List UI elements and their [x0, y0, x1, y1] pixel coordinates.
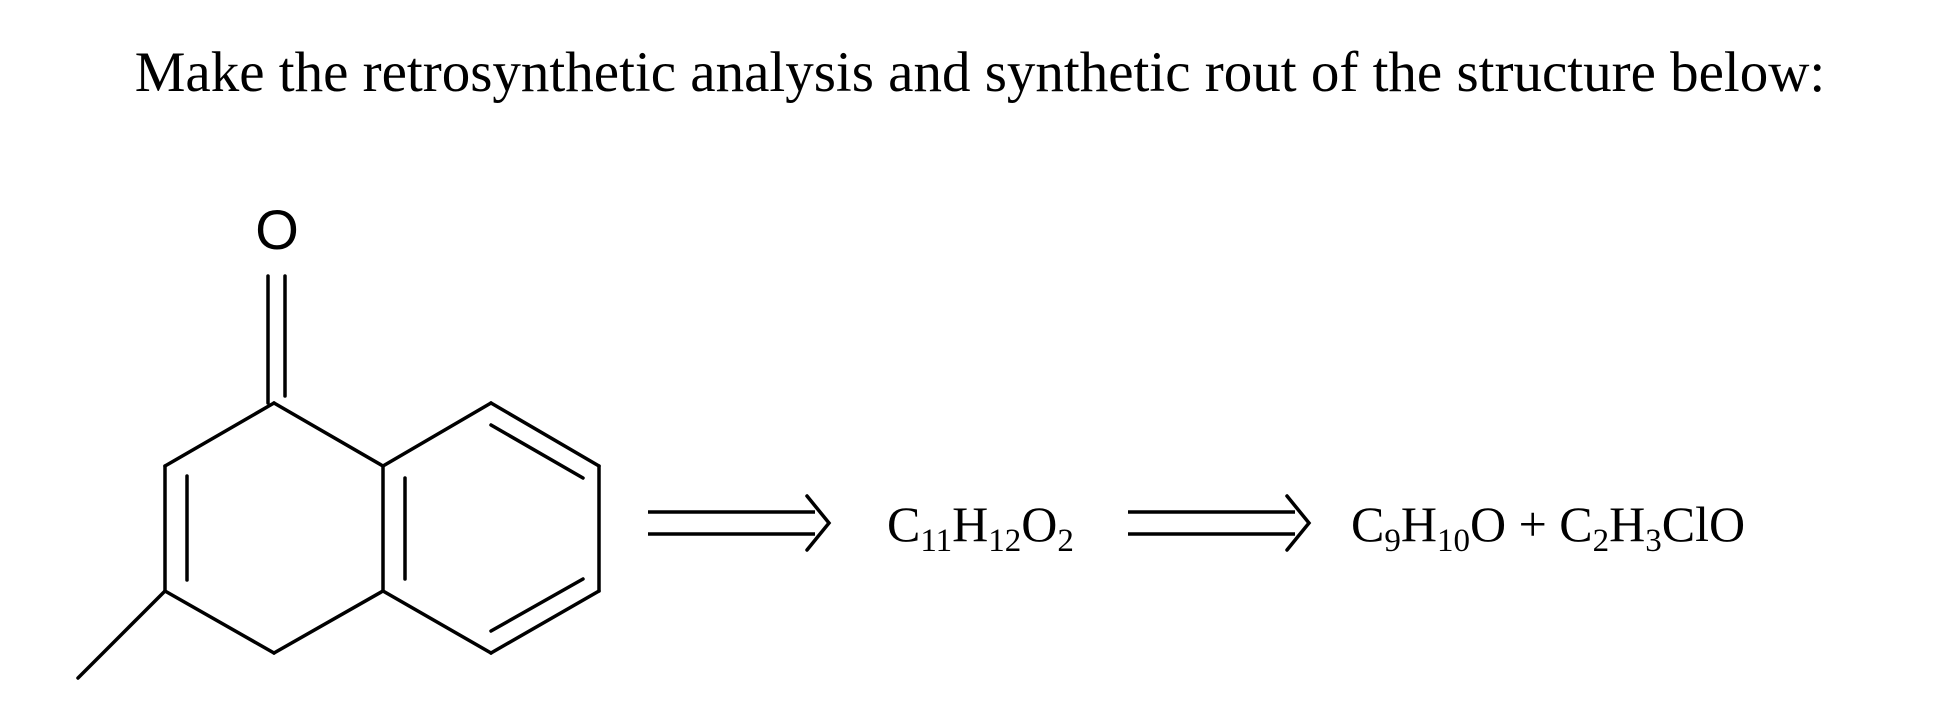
formula-part: O [1021, 496, 1057, 552]
bond-c8-c7-inner [489, 423, 585, 480]
formula-subscript: 12 [988, 523, 1021, 559]
retrosynthetic-arrow-2 [1128, 494, 1312, 552]
bond-c4-c4a [272, 589, 385, 655]
bond-c6-c5 [489, 589, 601, 655]
bond-c8-c7 [489, 401, 601, 468]
bond-c3-c4 [163, 589, 276, 655]
formula-subscript: 9 [1384, 523, 1401, 559]
intermediate-formula: C11H12O2 [887, 496, 1074, 559]
retrosynthetic-arrow-2-head [1285, 494, 1312, 552]
bond-c5-c4a [381, 589, 493, 655]
formula-part: H [1609, 496, 1645, 552]
formula-subscript: 2 [1593, 523, 1610, 559]
bond-c8a-c8 [381, 401, 493, 468]
retrosynthetic-arrow-1-head [805, 494, 832, 552]
bond-c6-c5-inner [489, 577, 585, 633]
target-molecule: O [76, 198, 601, 680]
retrosynthetic-arrow-1 [648, 494, 832, 552]
bond-c1-c2 [163, 401, 276, 468]
formula-part: H [952, 496, 988, 552]
methyl-bond [76, 589, 167, 680]
formula-part: C [887, 496, 920, 552]
formula-part: O + C [1470, 496, 1593, 552]
oxygen-atom-label: O [255, 198, 299, 261]
formula-subscript: 11 [920, 523, 952, 559]
formula-subscript: 10 [1437, 523, 1470, 559]
formula-part: ClO [1662, 496, 1745, 552]
bond-c8a-c1 [272, 401, 385, 468]
formula-part: H [1401, 496, 1437, 552]
formula-subscript: 2 [1057, 523, 1074, 559]
formula-subscript: 3 [1645, 523, 1662, 559]
starting-materials-formula: C9H10O + C2H3ClO [1351, 496, 1745, 559]
formula-part: C [1351, 496, 1384, 552]
question-text: Make the retrosynthetic analysis and syn… [134, 41, 1826, 104]
